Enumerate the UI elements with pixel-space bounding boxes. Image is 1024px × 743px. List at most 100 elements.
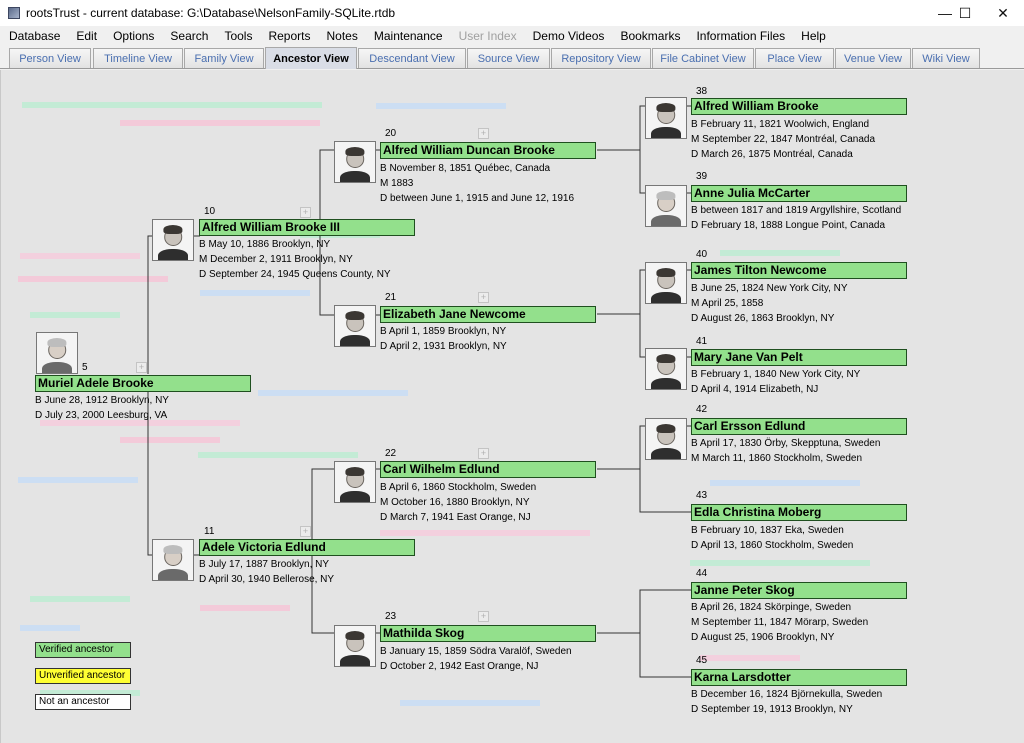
ancestor-number: 10 [204,206,216,217]
woman-photo[interactable] [334,625,376,667]
woman-hat-photo[interactable] [152,539,194,581]
fact-line: B between 1817 and 1819 Argyllshire, Sco… [691,205,902,216]
ancestor-facts: B February 11, 1821 Woolwich, England M S… [691,117,875,162]
render-streak [20,253,140,259]
ancestor-name-anne-julia-mccarter[interactable]: Anne Julia McCarter [691,185,907,202]
ancestor-number: 43 [696,490,708,501]
expand-icon[interactable]: + [300,207,311,218]
ancestor-number: 21 [385,292,397,303]
man-photo[interactable] [334,141,376,183]
expand-icon[interactable]: + [478,448,489,459]
minimize-button[interactable]: — [938,5,952,21]
close-button[interactable]: ✕ [997,4,1009,21]
render-streak [120,437,220,443]
tab-person-view[interactable]: Person View [9,48,91,68]
render-streak [700,655,800,661]
fact-line: B February 11, 1821 Woolwich, England [691,119,870,130]
menu-bar: Database Edit Options Search Tools Reports Not… [0,27,1024,45]
connector-23 [597,589,692,678]
ancestor-number: 38 [696,86,708,97]
tab-family-view[interactable]: Family View [184,48,264,68]
menu-bookmarks[interactable]: Bookmarks [620,29,681,43]
menu-notes[interactable]: Notes [326,29,358,43]
menu-demo-videos[interactable]: Demo Videos [532,29,605,43]
fact-line: M September 22, 1847 Montréal, Canada [691,134,875,145]
fact-line: M October 16, 1880 Brooklyn, NY [380,497,530,508]
fact-line: D August 25, 1906 Brooklyn, NY [691,632,835,643]
menu-options[interactable]: Options [113,29,155,43]
man-photo[interactable] [645,262,687,304]
maximize-button[interactable]: ☐ [958,4,972,21]
ancestor-name-edla-christina-moberg[interactable]: Edla Christina Moberg [691,504,907,521]
ancestor-name-alfred-william-brooke-iii[interactable]: Alfred William Brooke III [199,219,415,236]
man-photo[interactable] [334,461,376,503]
fact-line: D April 2, 1931 Brooklyn, NY [380,341,507,352]
ancestor-number: 39 [696,171,708,182]
render-streak [376,103,506,109]
tab-ancestor-view[interactable]: Ancestor View [265,47,357,69]
ancestor-name-elizabeth-jane-newcome[interactable]: Elizabeth Jane Newcome [380,306,596,323]
fact-line: B January 15, 1859 Södra Varalöf, Sweden [380,646,572,657]
ancestor-name-alfred-william-brooke[interactable]: Alfred William Brooke [691,98,907,115]
tab-descendant-view[interactable]: Descendant View [358,48,466,68]
fact-line: B June 25, 1824 New York City, NY [691,283,848,294]
young-man-photo[interactable] [152,219,194,261]
ancestor-name-muriel-adele-brooke[interactable]: Muriel Adele Brooke [35,375,251,392]
woman-photo[interactable] [645,348,687,390]
woman-photo[interactable] [334,305,376,347]
ancestor-name-carl-wilhelm-edlund[interactable]: Carl Wilhelm Edlund [380,461,596,478]
window-title: rootsTrust - current database: G:\Databa… [26,6,396,20]
man-photo[interactable] [645,97,687,139]
fact-line: D August 26, 1863 Brooklyn, NY [691,313,835,324]
ancestor-name-janne-peter-skog[interactable]: Janne Peter Skog [691,582,907,599]
fact-line: M December 2, 1911 Brooklyn, NY [199,254,353,265]
ancestor-name-mary-jane-van-pelt[interactable]: Mary Jane Van Pelt [691,349,907,366]
expand-icon[interactable]: + [478,292,489,303]
tab-source-view[interactable]: Source View [467,48,550,68]
menu-user-index: User Index [458,29,517,43]
man-photo[interactable] [645,418,687,460]
menu-maintenance[interactable]: Maintenance [373,29,443,43]
menu-help[interactable]: Help [801,29,826,43]
ancestor-name-mathilda-skog[interactable]: Mathilda Skog [380,625,596,642]
fact-line: B July 17, 1887 Brooklyn, NY [199,559,330,570]
fact-line: D October 2, 1942 East Orange, NJ [380,661,539,672]
render-streak [22,102,322,108]
menu-tools[interactable]: Tools [224,29,253,43]
ancestor-name-adele-victoria-edlund[interactable]: Adele Victoria Edlund [199,539,415,556]
menu-search[interactable]: Search [170,29,209,43]
elderly-woman-photo[interactable] [36,332,78,374]
fact-line: B February 1, 1840 New York City, NY [691,369,861,380]
expand-icon[interactable]: + [478,128,489,139]
tab-wiki-view[interactable]: Wiki View [912,48,980,68]
tab-repository-view[interactable]: Repository View [551,48,651,68]
render-streak [720,250,840,256]
ancestor-number: 45 [696,655,708,666]
ancestor-name-carl-ersson-edlund[interactable]: Carl Ersson Edlund [691,418,907,435]
menu-reports[interactable]: Reports [268,29,311,43]
elderly-woman-photo[interactable] [645,185,687,227]
menu-information-files[interactable]: Information Files [696,29,786,43]
render-streak [40,690,140,696]
expand-icon[interactable]: + [136,362,147,373]
app-icon [8,7,20,19]
tab-place-view[interactable]: Place View [755,48,834,68]
expand-icon[interactable]: + [478,611,489,622]
tab-timeline-view[interactable]: Timeline View [93,48,183,68]
menu-edit[interactable]: Edit [76,29,98,43]
ancestor-name-alfred-william-duncan-brooke[interactable]: Alfred William Duncan Brooke [380,142,596,159]
menu-database[interactable]: Database [9,29,61,43]
fact-line: D March 7, 1941 East Orange, NJ [380,512,531,523]
fact-line: B April 26, 1824 Skörpinge, Sweden [691,602,852,613]
ancestor-number: 23 [385,611,397,622]
fact-line: D April 30, 1940 Bellerose, NY [199,574,335,585]
render-streak [690,560,870,566]
ancestor-name-karna-larsdotter[interactable]: Karna Larsdotter [691,669,907,686]
fact-line: D September 24, 1945 Queens County, NY [199,269,391,280]
tab-file-cabinet-view[interactable]: File Cabinet View [652,48,754,68]
expand-icon[interactable]: + [300,526,311,537]
tab-venue-view[interactable]: Venue View [835,48,911,68]
ancestor-name-james-tilton-newcome[interactable]: James Tilton Newcome [691,262,907,279]
